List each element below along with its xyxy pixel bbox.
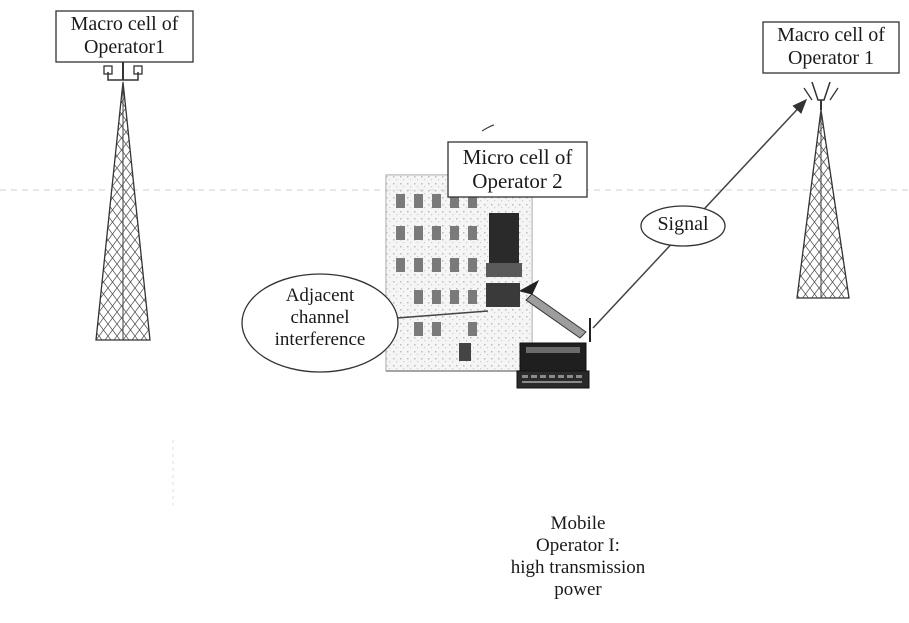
left-macro-tower: [96, 62, 150, 340]
right-macro-label: Macro cell of Operator 1: [763, 24, 899, 70]
interference-label: Adjacent channel interference: [242, 285, 398, 351]
signal-label: Signal: [641, 213, 725, 236]
micro-label: Micro cell of Operator 2: [448, 145, 587, 194]
micro-cell-building: [386, 175, 532, 371]
left-macro-label: Macro cell of Operator1: [56, 13, 193, 59]
mobile-caption: Mobile Operator I: high transmission pow…: [483, 513, 673, 601]
micro-label-pointer: [482, 125, 494, 131]
